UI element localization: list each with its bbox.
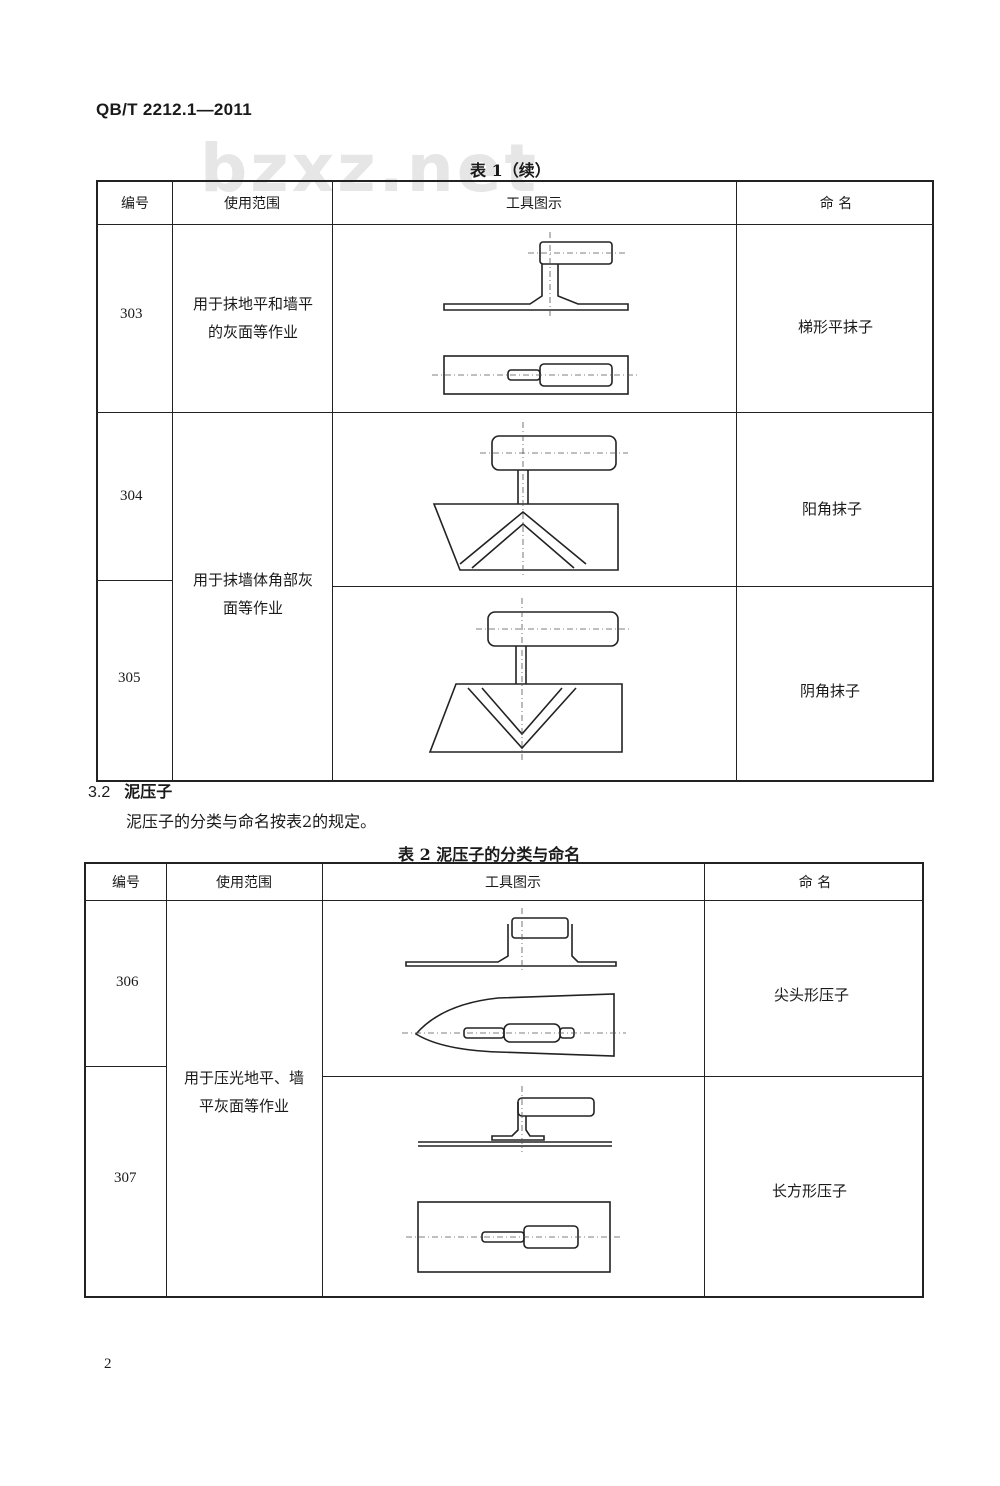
table2-row-divider <box>86 1066 166 1067</box>
scope-line: 用于压光地平、墙 <box>183 1069 304 1087</box>
table2-col-divider <box>322 864 323 1296</box>
rectangular-trowel-icon <box>406 1086 622 1273</box>
table1-caption: 表 1（续） <box>470 161 551 180</box>
pointed-trowel-icon <box>402 908 626 1057</box>
table1-header-scope: 使用范围 <box>224 196 280 212</box>
table1-col-divider <box>172 182 173 780</box>
table1-header-diagram: 工具图示 <box>506 196 562 212</box>
row-code-307: 307 <box>114 1170 137 1186</box>
row-name-304: 阳角抹子 <box>802 500 863 518</box>
row-name-307: 长方形压子 <box>772 1182 848 1200</box>
table1-header-divider <box>98 224 932 225</box>
row-code-305: 305 <box>118 670 141 686</box>
table2-header-scope: 使用范围 <box>216 875 272 891</box>
table2-row-divider <box>322 1076 922 1077</box>
section-paragraph: 泥压子的分类与命名按表2的规定。 <box>126 812 377 831</box>
table1-header-name: 命 名 <box>819 196 853 212</box>
row-code-304: 304 <box>120 488 143 504</box>
table2-col-divider <box>166 864 167 1296</box>
table1-col-divider <box>332 182 333 780</box>
merged-scope-306-307: 用于压光地平、墙 平灰面等作业 <box>170 1064 318 1120</box>
table2-col-divider <box>704 864 705 1296</box>
trapezoid-trowel-icon <box>432 232 640 395</box>
section-number: 3.2 <box>88 784 111 801</box>
internal-corner-trowel-icon <box>428 598 632 762</box>
table1: 编号 使用范围 工具图示 命 名 303 用于抹地平和墙平 的灰面等作业 梯形平… <box>96 180 934 782</box>
row-code-306: 306 <box>116 974 139 990</box>
table1-row-divider <box>98 580 172 581</box>
table2: 编号 使用范围 工具图示 命 名 306 尖头形压子 用于压光地平、墙 平灰面等… <box>84 862 924 1298</box>
page-number: 2 <box>104 1356 112 1372</box>
table1-row-divider <box>98 412 932 413</box>
merged-scope-304-305: 用于抹墙体角部灰 面等作业 <box>178 566 328 622</box>
row-code-303: 303 <box>120 306 143 322</box>
table2-header-code: 编号 <box>112 875 140 891</box>
row-name-303: 梯形平抹子 <box>798 318 874 336</box>
table1-row-divider <box>332 586 932 587</box>
table2-header-divider <box>86 900 922 901</box>
scope-line: 用于抹地平和墙平 <box>192 295 313 313</box>
row-name-306: 尖头形压子 <box>774 986 850 1004</box>
external-corner-trowel-icon <box>432 422 628 578</box>
section-title: 泥压子 <box>124 782 173 801</box>
table2-header-diagram: 工具图示 <box>485 875 541 891</box>
scope-line: 用于抹墙体角部灰 <box>192 571 313 589</box>
section-heading: 3.2 泥压子 <box>88 778 172 802</box>
table1-col-divider <box>736 182 737 780</box>
table2-header-name: 命 名 <box>798 875 832 891</box>
scope-line: 的灰面等作业 <box>207 323 298 341</box>
standard-code: QB/T 2212.1—2011 <box>96 100 253 119</box>
watermark: bzxz.net <box>200 130 540 207</box>
scope-line: 平灰面等作业 <box>198 1097 289 1115</box>
table1-header-code: 编号 <box>121 196 149 212</box>
row-scope-303: 用于抹地平和墙平 的灰面等作业 <box>178 290 328 346</box>
row-name-305: 阴角抹子 <box>800 682 861 700</box>
table2-caption: 表 2 泥压子的分类与命名 <box>398 845 581 864</box>
scope-line: 面等作业 <box>222 599 283 617</box>
